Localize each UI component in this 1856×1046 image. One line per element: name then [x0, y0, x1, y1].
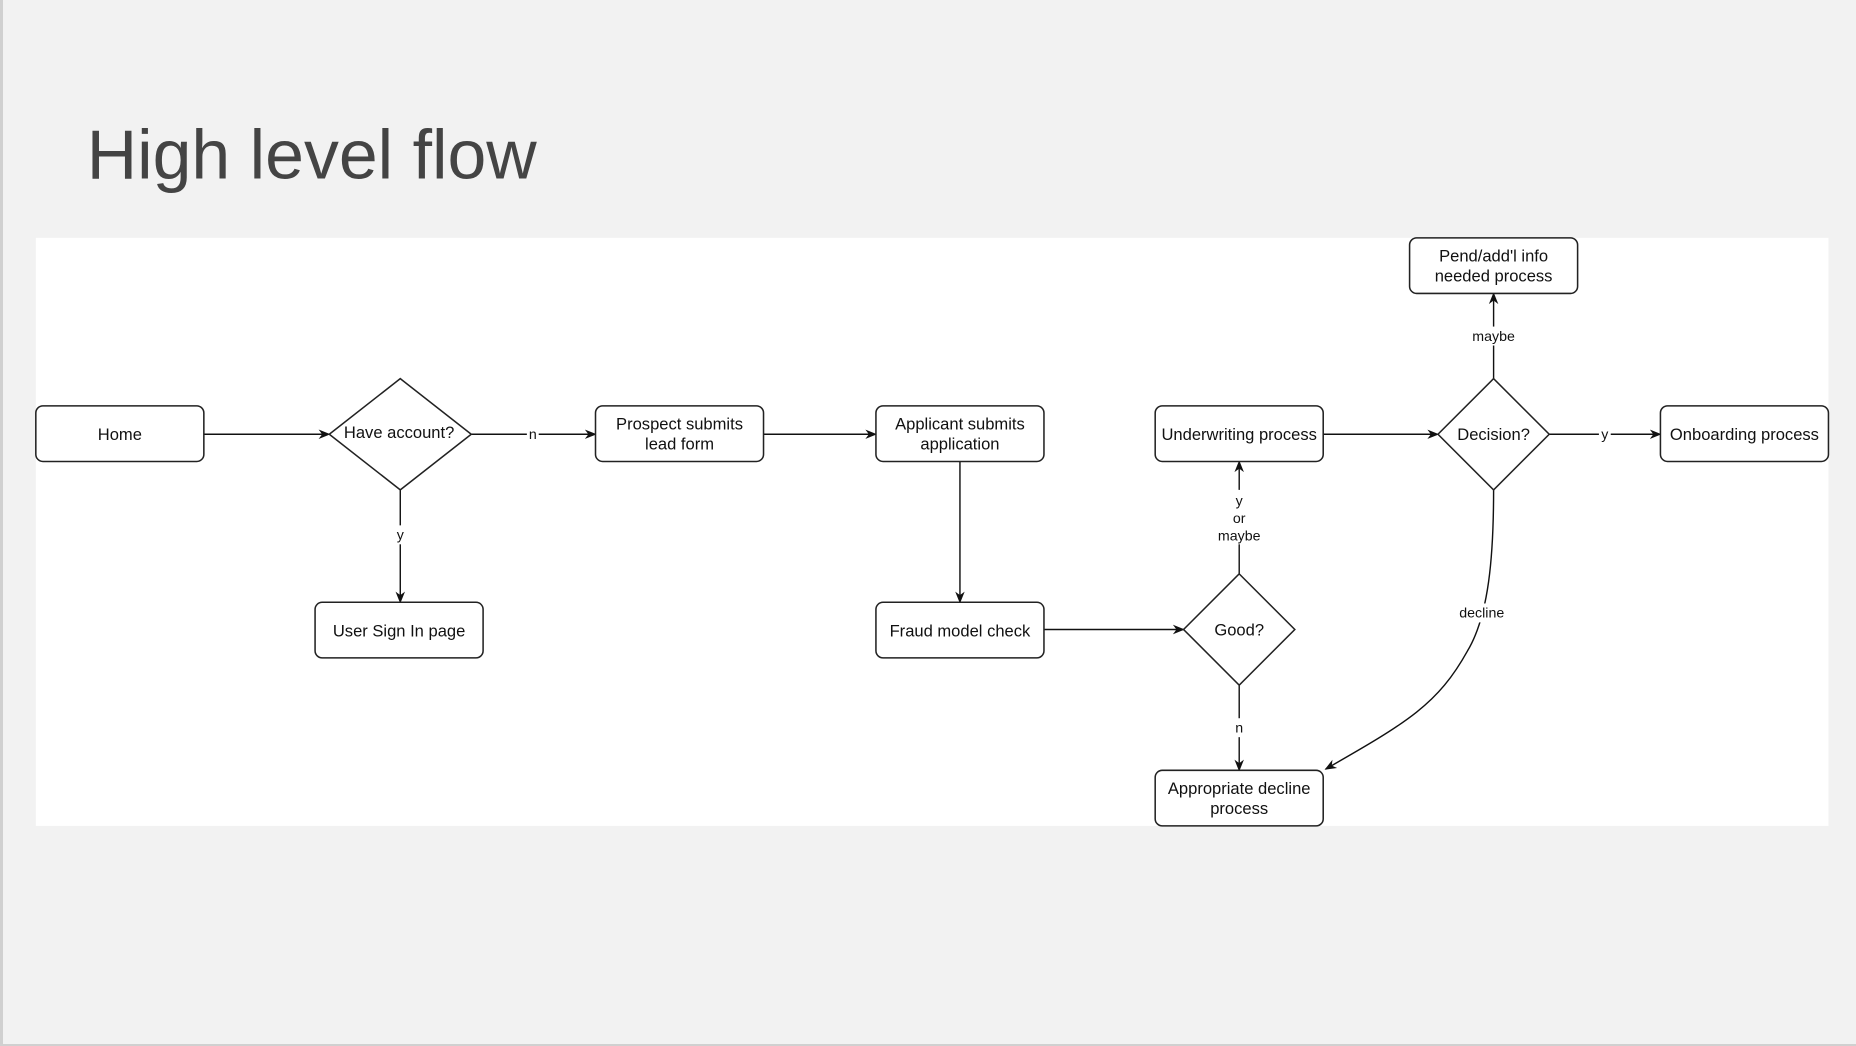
slide-bottom-border: [0, 1044, 1856, 1046]
node-home: Home: [35, 405, 205, 463]
edge-label-decision-yes: y: [1601, 427, 1609, 443]
node-user-sign-in: User Sign In page: [314, 601, 484, 659]
node-applicant-label-2: application: [920, 435, 999, 454]
node-pend-label-2: needed process: [1435, 267, 1553, 286]
edge-label-good-no: n: [1235, 720, 1243, 736]
node-good-label: Good?: [1214, 620, 1264, 639]
node-pend-label-1: Pend/add'l info: [1439, 246, 1548, 265]
node-good: Good?: [1182, 572, 1296, 687]
node-decline: Appropriate decline process: [1154, 769, 1324, 827]
node-decline-label-1: Appropriate decline: [1168, 779, 1311, 798]
slide-left-border: [0, 0, 3, 1046]
node-have-account: Have account?: [328, 377, 473, 491]
node-prospect-label-2: lead form: [645, 435, 714, 454]
node-fraud-label: Fraud model check: [890, 622, 1031, 641]
slide-title: High level flow: [87, 116, 538, 194]
edge-decision-decline: [1324, 489, 1495, 770]
node-applicant-label-1: Applicant submits: [895, 415, 1025, 434]
node-user-sign-in-label: User Sign In page: [333, 622, 465, 641]
edge-label-have-yes: y: [397, 528, 405, 544]
edge-label-decision-maybe: maybe: [1472, 329, 1515, 345]
node-applicant: Applicant submits application: [875, 405, 1045, 463]
node-onboarding: Onboarding process: [1659, 405, 1830, 463]
edge-label-decision-decline: decline: [1459, 606, 1504, 622]
node-onboarding-label: Onboarding process: [1670, 425, 1819, 444]
edge-labels: n y y or maybe n maybe y decline: [393, 326, 1611, 738]
edge-label-good-yes-1: y: [1236, 493, 1244, 509]
edge-label-have-no: n: [529, 427, 537, 443]
node-underwriting: Underwriting process: [1154, 405, 1324, 463]
node-decision-label: Decision?: [1457, 425, 1530, 444]
node-have-account-label: Have account?: [344, 423, 454, 442]
edge-label-good-yes-3: maybe: [1218, 529, 1261, 545]
edge-label-good-yes-2: or: [1233, 511, 1246, 527]
diagram-panel: [35, 237, 1829, 826]
node-prospect-label-1: Prospect submits: [616, 415, 743, 434]
node-home-label: Home: [98, 425, 142, 444]
node-underwriting-label: Underwriting process: [1161, 425, 1316, 444]
node-fraud: Fraud model check: [875, 601, 1045, 659]
node-prospect: Prospect submits lead form: [594, 405, 765, 463]
node-decline-label-2: process: [1210, 799, 1268, 818]
node-decision: Decision?: [1436, 377, 1551, 491]
node-pend: Pend/add'l info needed process: [1408, 237, 1579, 295]
